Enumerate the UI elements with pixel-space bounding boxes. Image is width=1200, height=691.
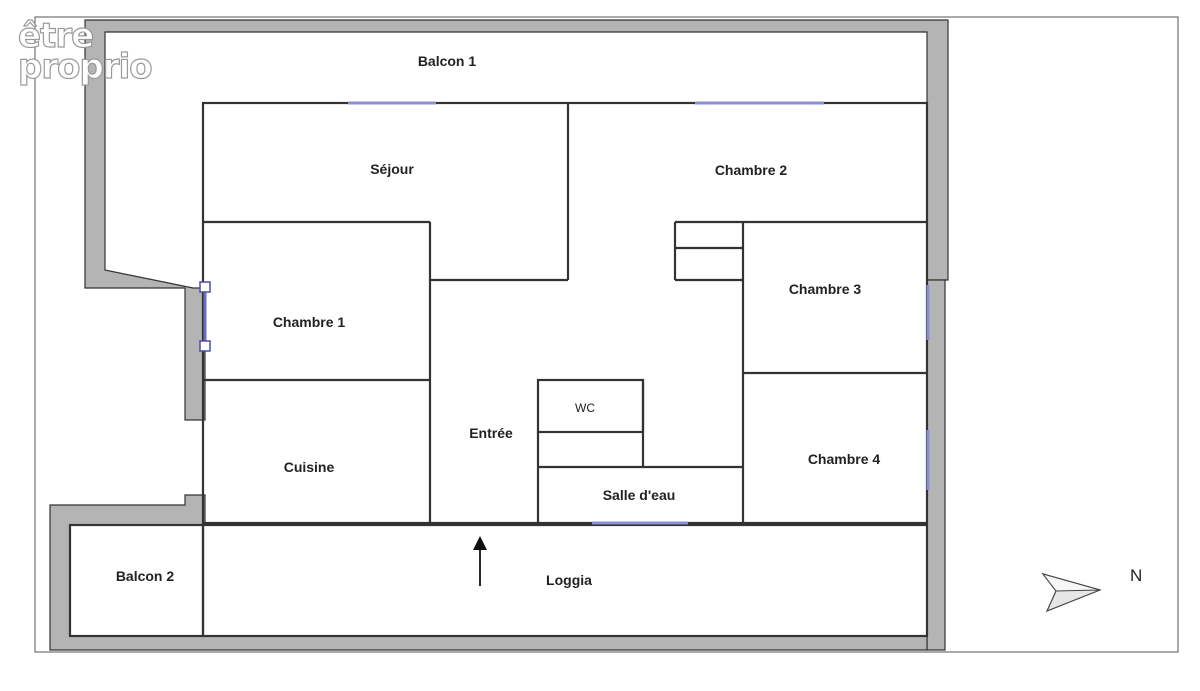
label-sejour: Séjour [370, 161, 414, 177]
exterior-wall [84, 19, 949, 421]
label-chambre2: Chambre 2 [715, 162, 788, 178]
plan-frame [34, 16, 1179, 653]
label-salle-deau: Salle d'eau [603, 487, 676, 503]
compass-arrow-icon [1041, 572, 1102, 613]
label-loggia: Loggia [546, 572, 592, 588]
compass-label: N [1130, 566, 1142, 585]
interior-walls [68, 101, 929, 638]
windows [348, 101, 930, 525]
label-wc: WC [575, 401, 595, 415]
exterior-wall-right [926, 279, 946, 651]
label-balcon1: Balcon 1 [418, 53, 477, 69]
label-cuisine: Cuisine [284, 459, 335, 475]
window-chambre1 [199, 281, 211, 352]
svg-text:proprio: proprio [18, 47, 152, 87]
exterior-wall-bottom-left [49, 494, 928, 651]
label-chambre4: Chambre 4 [808, 451, 881, 467]
svg-text:être: être [18, 16, 93, 56]
entry-arrow [473, 536, 487, 586]
label-chambre3: Chambre 3 [789, 281, 862, 297]
etre-proprio-logo: être proprio [17, 15, 153, 87]
label-balcon2: Balcon 2 [116, 568, 175, 584]
label-entree: Entrée [469, 425, 513, 441]
label-chambre1: Chambre 1 [273, 314, 346, 330]
